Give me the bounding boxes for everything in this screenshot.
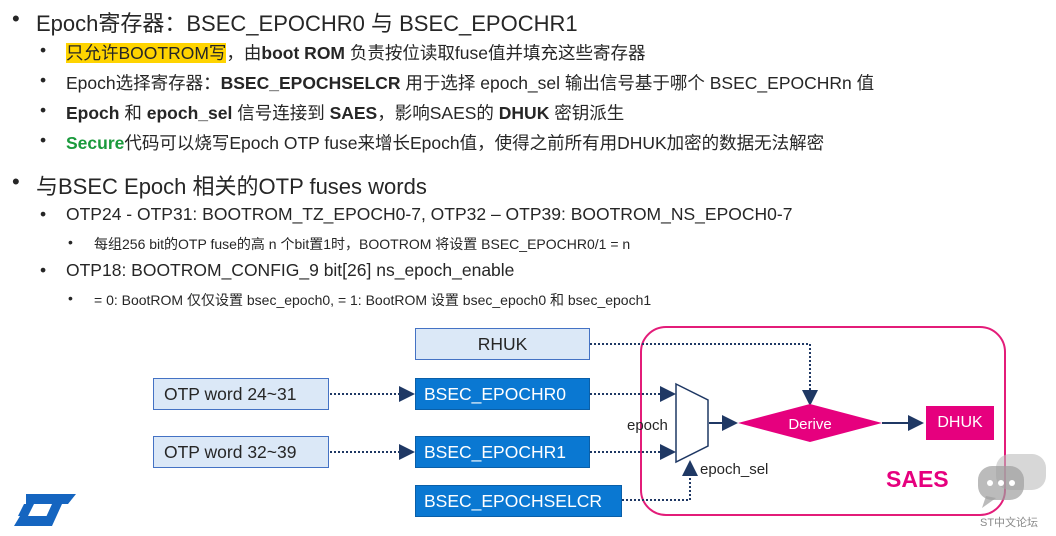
text-epochselcr: Epoch选择寄存器：BSEC_EPOCHSELCR 用于选择 epoch_se… (66, 73, 875, 93)
bullet-dot: • (40, 100, 47, 120)
derive-diamond (738, 404, 882, 442)
bullet-dot: • (40, 40, 47, 60)
bsec-epochselcr-box: BSEC_EPOCHSELCR (415, 485, 622, 517)
text-256bit: 每组256 bit的OTP fuse的高 n 个bit置1时，BOOTROM 将… (94, 236, 631, 252)
bullet-dot: • (68, 234, 73, 250)
heading-otp-fuses: 与BSEC Epoch 相关的OTP fuses words (36, 174, 427, 199)
bullet-dot: • (40, 70, 47, 90)
saes-block-frame (640, 326, 1006, 516)
bullet-dot: • (40, 260, 47, 280)
watermark-text: ST中文论坛 (980, 517, 1039, 529)
text-otp18: OTP18: BOOTROM_CONFIG_9 bit[26] ns_epoch… (66, 260, 515, 280)
derive-label: Derive (788, 416, 831, 433)
bsec-epochr1-box: BSEC_EPOCHR1 (415, 436, 590, 468)
dhuk-box: DHUK (926, 406, 994, 440)
bullet-dot: • (12, 6, 20, 31)
epoch-label: epoch (627, 417, 668, 434)
epoch-mux (675, 382, 709, 464)
bullet-dot: • (40, 204, 47, 224)
arrow-rhuk-to-derive (590, 343, 818, 406)
epoch-sel-label: epoch_sel (700, 461, 769, 478)
st-logo (14, 494, 76, 526)
bullet-dot: • (68, 290, 73, 306)
text-secure-code: Secure代码可以烧写Epoch OTP fuse来增长Epoch值，使得之前… (66, 133, 825, 153)
heading-epoch-registers: Epoch寄存器：BSEC_EPOCHR0 与 BSEC_EPOCHR1 (36, 11, 578, 36)
arrow-sel-to-mux (622, 460, 698, 501)
text-otp24-39: OTP24 - OTP31: BOOTROM_TZ_EPOCH0-7, OTP3… (66, 204, 793, 224)
text-bootrom-sets: = 0: BootROM 仅仅设置 bsec_epoch0, = 1: Boot… (94, 292, 652, 308)
otp-word-32-39-box: OTP word 32~39 (153, 436, 329, 468)
bullet-dot: • (12, 169, 20, 194)
bsec-epochr0-box: BSEC_EPOCHR0 (415, 378, 590, 410)
saes-label: SAES (886, 466, 949, 492)
bullet-dot: • (40, 130, 47, 150)
text-bootrom-write: 只允许BOOTROM写，由boot ROM 负责按位读取fuse值并填充这些寄存… (66, 43, 646, 63)
otp-word-24-31-box: OTP word 24~31 (153, 378, 329, 410)
rhuk-box: RHUK (415, 328, 590, 360)
forum-chat-icon (978, 454, 1046, 508)
text-epoch-saes: Epoch 和 epoch_sel 信号连接到 SAES，影响SAES的 DHU… (66, 103, 625, 123)
